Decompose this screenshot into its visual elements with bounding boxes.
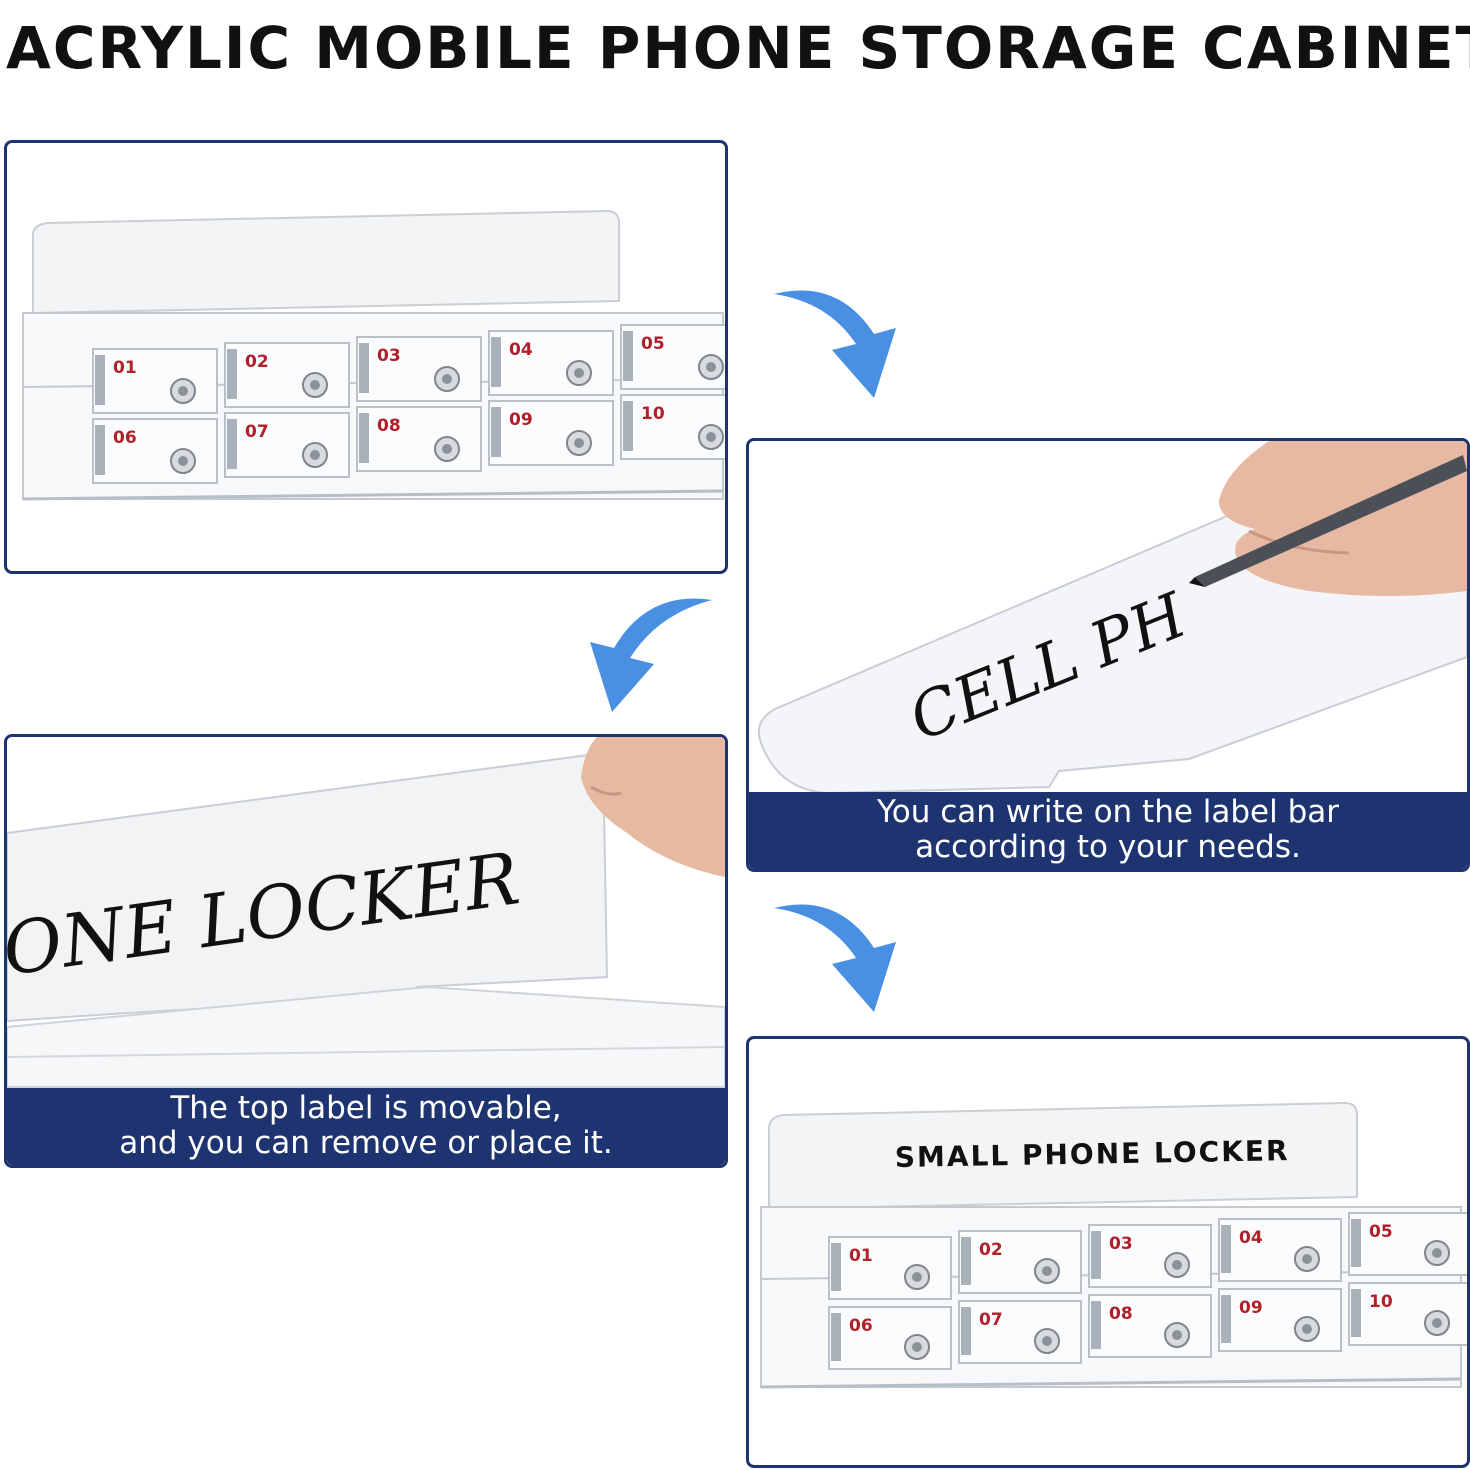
- drawer-number: 10: [641, 404, 665, 424]
- hinge-icon: [359, 343, 369, 393]
- hinge-icon: [1091, 1301, 1101, 1349]
- hinge-icon: [491, 337, 501, 387]
- drawer-number: 03: [377, 346, 401, 366]
- key-lock-icon: [434, 436, 460, 462]
- key-lock-icon: [1294, 1246, 1320, 1272]
- hinge-icon: [227, 349, 237, 399]
- label-board-text: SMALL PHONE LOCKER: [895, 1134, 1290, 1174]
- drawer-door: 02: [224, 342, 350, 408]
- panel-writing-label: CELL PH You can write on the label bar a…: [746, 438, 1470, 872]
- key-lock-icon: [904, 1264, 930, 1290]
- hinge-icon: [961, 1237, 971, 1285]
- drawer-number: 08: [1109, 1304, 1133, 1324]
- drawer-door: 09: [1218, 1288, 1342, 1352]
- drawer-door: 01: [92, 348, 218, 414]
- caption-line: according to your needs.: [915, 829, 1301, 865]
- caption-panel3: The top label is movable, and you can re…: [7, 1088, 725, 1165]
- cabinet-illustration: SMALL PHONE LOCKER 01 02 03 04 05 06 07 08 09 10: [760, 1101, 1467, 1389]
- drawer-number: 05: [1369, 1222, 1393, 1242]
- pen-icon: [1189, 455, 1467, 587]
- key-lock-icon: [698, 424, 724, 450]
- key-lock-icon: [302, 372, 328, 398]
- drawer-number: 06: [113, 428, 137, 448]
- hinge-icon: [1221, 1225, 1231, 1273]
- drawer-number: 01: [113, 358, 137, 378]
- curved-arrow-icon: [774, 290, 896, 398]
- hinge-icon: [359, 413, 369, 463]
- key-lock-icon: [1164, 1322, 1190, 1348]
- key-lock-icon: [1034, 1328, 1060, 1354]
- drawer-door: 04: [488, 330, 614, 396]
- key-lock-icon: [434, 366, 460, 392]
- drawer-door: 03: [356, 336, 482, 402]
- key-lock-icon: [302, 442, 328, 468]
- drawer-number: 08: [377, 416, 401, 436]
- drawer-door: 04: [1218, 1218, 1342, 1282]
- drawer-number: 07: [245, 422, 269, 442]
- drawer-door: 08: [1088, 1294, 1212, 1358]
- key-lock-icon: [170, 378, 196, 404]
- key-lock-icon: [698, 354, 724, 380]
- hinge-icon: [1351, 1219, 1361, 1267]
- drawer-number: 05: [641, 334, 665, 354]
- drawer-number: 07: [979, 1310, 1003, 1330]
- hinge-icon: [623, 401, 633, 451]
- hinge-icon: [623, 331, 633, 381]
- drawer-number: 02: [979, 1240, 1003, 1260]
- panel-cabinet-blank-label: 01 02 03 04 05 06 07 08 09 10: [4, 140, 728, 574]
- key-lock-icon: [566, 360, 592, 386]
- page-title: ACRYLIC MOBILE PHONE STORAGE CABINET: [6, 14, 1470, 82]
- drawer-door: 06: [92, 418, 218, 484]
- hinge-icon: [95, 355, 105, 405]
- key-lock-icon: [170, 448, 196, 474]
- drawer-door: 07: [958, 1300, 1082, 1364]
- drawer-number: 06: [849, 1316, 873, 1336]
- drawer-door: 07: [224, 412, 350, 478]
- drawer-door: 09: [488, 400, 614, 466]
- caption-panel2: You can write on the label bar according…: [749, 792, 1467, 869]
- key-lock-icon: [1034, 1258, 1060, 1284]
- hinge-icon: [1351, 1289, 1361, 1337]
- cabinet-illustration: 01 02 03 04 05 06 07 08 09 10: [22, 209, 725, 501]
- drawer-door: 10: [620, 394, 725, 460]
- drawer-number: 09: [509, 410, 533, 430]
- curved-arrow-icon: [590, 598, 712, 712]
- key-lock-icon: [904, 1334, 930, 1360]
- panel-cabinet-finished-label: SMALL PHONE LOCKER 01 02 03 04 05 06 07 08 09 10: [746, 1036, 1470, 1468]
- hand-icon: [581, 737, 725, 877]
- drawer-number: 04: [509, 340, 533, 360]
- curved-arrow-icon: [774, 904, 896, 1012]
- drawer-number: 04: [1239, 1228, 1263, 1248]
- caption-line: The top label is movable,: [170, 1090, 562, 1126]
- drawer-door: 05: [1348, 1212, 1467, 1276]
- key-lock-icon: [1424, 1310, 1450, 1336]
- hinge-icon: [961, 1307, 971, 1355]
- key-lock-icon: [1424, 1240, 1450, 1266]
- drawer-number: 01: [849, 1246, 873, 1266]
- key-lock-icon: [1164, 1252, 1190, 1278]
- drawer-door: 10: [1348, 1282, 1467, 1346]
- drawer-door: 02: [958, 1230, 1082, 1294]
- drawer-number: 03: [1109, 1234, 1133, 1254]
- hinge-icon: [95, 425, 105, 475]
- caption-line: You can write on the label bar: [876, 794, 1340, 830]
- hinge-icon: [1221, 1295, 1231, 1343]
- drawer-door: 08: [356, 406, 482, 472]
- drawer-number: 02: [245, 352, 269, 372]
- hinge-icon: [1091, 1231, 1101, 1279]
- drawer-door: 01: [828, 1236, 952, 1300]
- hinge-icon: [831, 1313, 841, 1361]
- key-lock-icon: [1294, 1316, 1320, 1342]
- drawer-number: 09: [1239, 1298, 1263, 1318]
- caption-line: and you can remove or place it.: [119, 1125, 613, 1161]
- panel-removable-label: ONE LOCKER The top label is movable, and…: [4, 734, 728, 1168]
- hinge-icon: [491, 407, 501, 457]
- drawer-door: 06: [828, 1306, 952, 1370]
- drawer-door: 05: [620, 324, 725, 390]
- drawer-number: 10: [1369, 1292, 1393, 1312]
- key-lock-icon: [566, 430, 592, 456]
- drawer-door: 03: [1088, 1224, 1212, 1288]
- hinge-icon: [227, 419, 237, 469]
- hinge-icon: [831, 1243, 841, 1291]
